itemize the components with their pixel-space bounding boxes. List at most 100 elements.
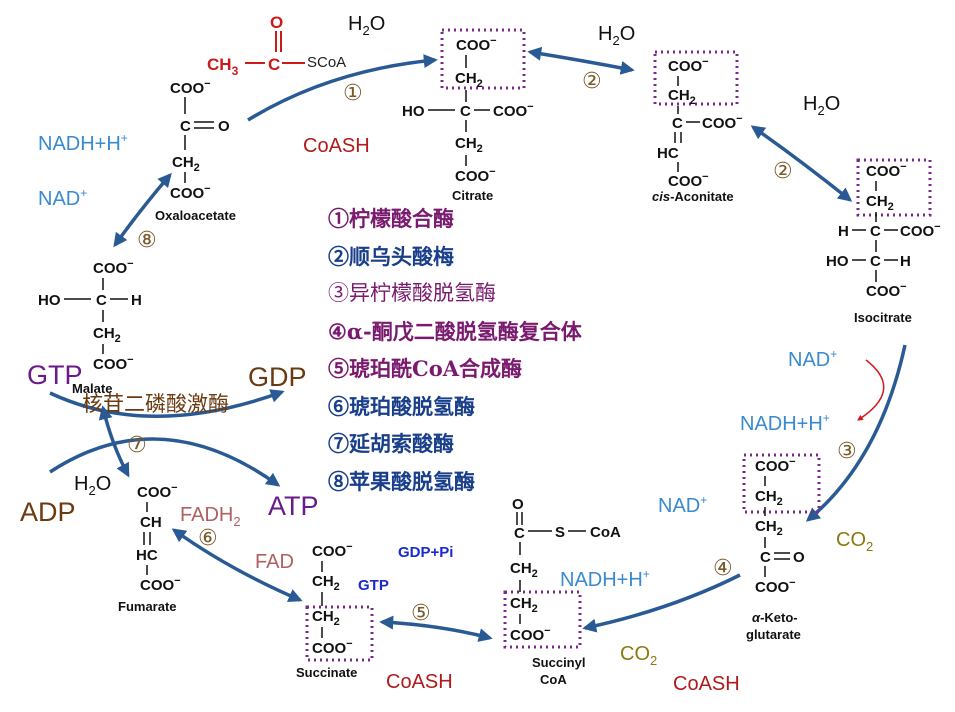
enzyme-4: ④α-酮戊二酸脱氢酶复合体 (328, 318, 582, 344)
nad-step3: NAD+ (788, 347, 837, 371)
atp: ATP (268, 491, 319, 521)
nad-step8: NAD+ (38, 186, 87, 210)
svg-text:CH2: CH2 (455, 70, 483, 90)
nadh-step3: NADH+H+ (740, 411, 830, 435)
water-1: H2O (348, 13, 385, 38)
isocitrate: COO− CH2 H C COO− HO C H COO− Isocitrate (826, 161, 941, 325)
box-succinyl (503, 590, 582, 649)
arrow-step5 (379, 615, 493, 642)
succinyl-coa: O C S CoA CH2 CH2 COO− Succinyl CoA (510, 496, 621, 687)
svg-text:O: O (512, 496, 524, 513)
nadh-step8: NADH+H+ (38, 131, 128, 155)
succinyl-name-1: Succinyl (532, 655, 585, 670)
fadh2: FADH2 (180, 504, 241, 529)
adp: ADP (20, 497, 76, 527)
enzyme-legend: ①柠檬酸合酶 ②顺乌头酸梅 ③异柠檬酸脱氢酶 ④α-酮戊二酸脱氢酶复合体 ⑤琥珀… (328, 200, 582, 500)
svg-text:CH2: CH2 (755, 518, 783, 538)
svg-text:COO−: COO− (668, 171, 709, 190)
svg-text:HO: HO (38, 292, 61, 309)
step-number-4: ④ (713, 556, 733, 581)
svg-text:HO: HO (826, 253, 849, 270)
step-number-5: ⑤ (411, 601, 431, 626)
enzyme-1: ①柠檬酸合酶 (328, 206, 454, 231)
svg-text:C: C (96, 292, 107, 309)
svg-text:C: C (180, 118, 191, 135)
svg-text:CH2: CH2 (755, 488, 783, 508)
svg-text:COO−: COO− (702, 113, 743, 132)
oxaloacetate-name: Oxaloacetate (155, 208, 236, 223)
water-4: H2O (74, 473, 111, 498)
enzyme-6: ⑥琥珀酸脱氢酶 (328, 393, 475, 419)
svg-text:CH2: CH2 (93, 325, 121, 345)
gtp-small: GTP (358, 577, 389, 594)
svg-text:COO−: COO− (170, 183, 211, 202)
box-isocitrate (856, 158, 932, 217)
svg-text:COO−: COO− (900, 221, 941, 240)
svg-text:COO−: COO− (137, 482, 178, 501)
arrow-gtp-gdp (49, 389, 285, 418)
cis-aconitate-name: cis-Aconitate (652, 189, 734, 204)
arrow-step1 (247, 54, 438, 122)
citrate-name: Citrate (452, 188, 493, 203)
svg-text:CH2: CH2 (866, 193, 894, 213)
svg-text:CH2: CH2 (510, 595, 538, 615)
step-number-8: ⑧ (137, 228, 157, 253)
cis-aconitate: COO− CH2 C COO− HC COO− cis-Aconitate (652, 56, 743, 204)
svg-text:C: C (870, 223, 881, 240)
svg-text:H: H (131, 292, 142, 309)
akg-name-1: α-Keto- (752, 610, 798, 625)
svg-text:CH: CH (140, 514, 162, 531)
co2-step4: CO2 (620, 643, 657, 668)
step-number-2a: ② (582, 69, 602, 94)
nad-step4: NAD+ (658, 493, 707, 517)
coash-2: CoASH (386, 671, 453, 693)
svg-text:HO: HO (402, 103, 425, 120)
co2-step3: CO2 (836, 529, 873, 554)
step-number-6: ⑥ (198, 526, 218, 551)
svg-text:HC: HC (136, 547, 158, 564)
arrow-adp-atp (49, 437, 281, 487)
succinate-name: Succinate (296, 665, 357, 680)
svg-text:H: H (838, 223, 849, 240)
svg-text:C: C (672, 115, 683, 132)
enzyme-2: ②顺乌头酸梅 (328, 243, 454, 269)
svg-text:H: H (900, 253, 911, 270)
svg-text:CH2: CH2 (510, 560, 538, 580)
svg-text:S: S (555, 524, 565, 541)
svg-text:COO−: COO− (866, 161, 907, 180)
step-number-7: ⑦ (127, 433, 147, 458)
succinate: COO− CH2 CH2 COO− Succinate (296, 541, 357, 680)
gdp: GDP (248, 362, 307, 392)
step-number-3: ③ (837, 439, 857, 464)
arrow-nad-red (856, 359, 885, 421)
svg-text:COO−: COO− (312, 541, 353, 560)
svg-text:CH2: CH2 (172, 154, 200, 174)
svg-text:C: C (760, 549, 771, 566)
step-number-1: ① (343, 81, 363, 106)
akg-name-2: glutarate (746, 627, 801, 642)
fumarate: COO− CH HC COO− Fumarate (118, 482, 181, 614)
fumarate-name: Fumarate (118, 599, 177, 614)
step-number-2b: ② (773, 159, 793, 184)
arrow-step3 (805, 344, 907, 522)
arrow-step2a (527, 46, 635, 75)
svg-text:COO−: COO− (312, 638, 353, 657)
svg-text:COO−: COO− (668, 56, 709, 75)
enzyme-5: ⑤琥珀酰CoA合成酶 (328, 356, 523, 381)
alpha-ketoglutarate: COO− CH2 CH2 C O COO− α-Keto- glutarate (746, 456, 805, 642)
water-2: H2O (598, 23, 635, 48)
fad: FAD (255, 551, 294, 573)
svg-text:COO−: COO− (140, 575, 181, 594)
svg-text:CH2: CH2 (312, 608, 340, 628)
box-succinate (305, 605, 374, 662)
svg-text:O: O (218, 118, 230, 135)
svg-text:O: O (793, 549, 805, 566)
box-cis-aconitate (653, 50, 739, 106)
arrow-step2b (750, 125, 853, 202)
coash-3: CoASH (673, 673, 740, 695)
svg-text:COO−: COO− (755, 577, 796, 596)
nadh-step4: NADH+H+ (560, 567, 650, 591)
isocitrate-name: Isocitrate (854, 310, 912, 325)
malate-name: Malate (72, 381, 112, 396)
